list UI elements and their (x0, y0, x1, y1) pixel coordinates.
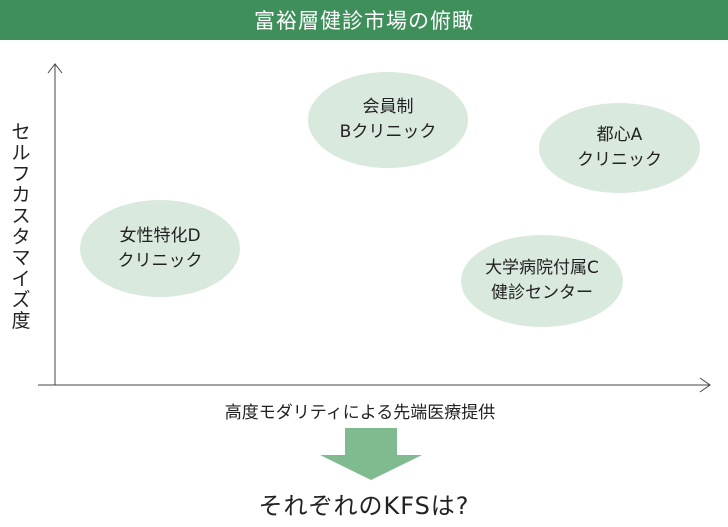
down-arrow (320, 428, 422, 480)
page-title: 富裕層健診市場の俯瞰 (254, 9, 474, 33)
clinic-name-line: 会員制 (362, 97, 414, 117)
x-axis-arrowhead (699, 377, 711, 393)
clinic-ellipse-a: 都心A クリニック (539, 103, 700, 193)
x-axis-label: 高度モダリティによる先端医療提供 (224, 403, 496, 423)
clinic-ellipse-c: 大学病院付属C 健診センター (461, 235, 623, 327)
clinic-name-line: 健診センター (491, 283, 593, 303)
clinic-name-line: 大学病院付属C (485, 258, 599, 278)
kfs-question: それぞれのKFSは? (258, 492, 470, 520)
clinic-name-line: クリニック (577, 150, 662, 170)
y-axis-arrowhead (47, 63, 63, 74)
clinic-name-line: 都心A (596, 125, 643, 145)
y-axis-label: セルフカスタマイズ度 (11, 121, 31, 332)
clinic-ellipse-d: 女性特化D クリニック (80, 200, 240, 297)
clinic-ellipse-b: 会員制 Bクリニック (308, 72, 468, 168)
clinic-name-line: Bクリニック (339, 122, 437, 142)
clinic-name-line: クリニック (117, 250, 203, 271)
clinic-name-line: 女性特化D (119, 225, 201, 246)
title-bar: 富裕層健診市場の俯瞰 (0, 0, 728, 40)
